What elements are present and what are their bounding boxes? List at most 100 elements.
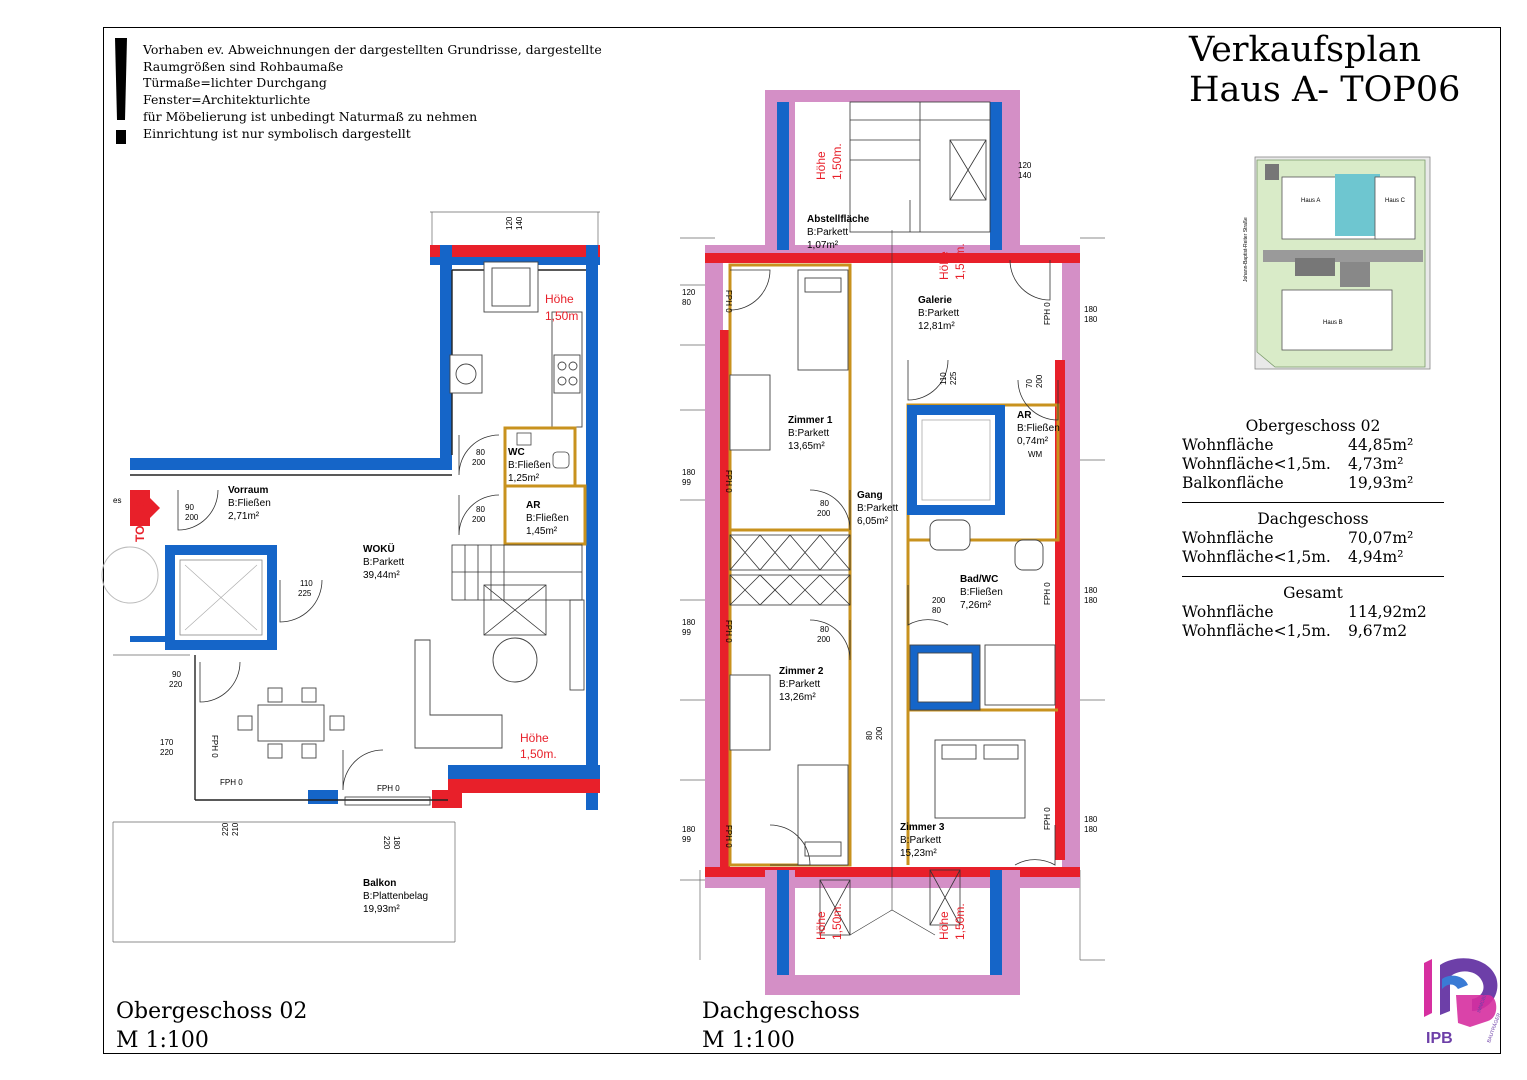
dg-hoehe-l1: Höhe (814, 151, 828, 180)
disclaimer-notes: Vorhaben ev. Abweichnungen der dargestel… (143, 42, 602, 142)
room-vorraum-floor: B:Fließen (228, 498, 271, 509)
divider (1182, 576, 1444, 577)
dim-text: FPH 0 (220, 778, 243, 787)
area-row: Wohnfläche<1,5m.4,94m² (1182, 548, 1404, 566)
warning-exclamation-icon (115, 38, 127, 144)
dim-text: 80 (865, 731, 874, 740)
dim-text: 110 (300, 579, 313, 588)
og-hoehe-bottom-l1: Höhe (520, 731, 549, 745)
dim-text: 200 (875, 726, 884, 740)
room-zimmer2-floor: B:Parkett (779, 679, 820, 690)
total-heading: Gesamt (1283, 584, 1343, 602)
og-heading: Obergeschoss 02 (1245, 417, 1381, 435)
dim-text: 90 (185, 503, 194, 512)
room-ar-name: AR (526, 500, 541, 511)
dim-text: 80 (476, 448, 485, 457)
dg-floor-name: Dachgeschoss (702, 999, 860, 1024)
dim-text: 99 (682, 835, 691, 844)
room-vorraum-area: 2,71m² (228, 511, 260, 522)
drawing-sheet-frame (103, 27, 1501, 1054)
room-woku-name: WOKÜ (363, 542, 395, 555)
top06-tag: TOP 06 (133, 501, 147, 542)
site-street: Johann-Baptist-Reiter Straße (1243, 217, 1249, 282)
room-balkon-name: Balkon (363, 878, 396, 889)
disclaimer-line: für Möbelierung ist unbedingt Naturmaß z… (143, 108, 478, 124)
room-zimmer3-area: 15,23m² (900, 848, 937, 859)
dim-text: 200 (817, 509, 831, 518)
dg-floor-label: Dachgeschoss M 1:100 (702, 997, 860, 1055)
dim-text: 110 (939, 372, 948, 385)
dim-text: 70 (1025, 379, 1034, 388)
dim-text: 200 (472, 458, 486, 467)
dim-text: FPH 0 (1043, 807, 1052, 830)
room-gang-name: Gang (857, 490, 883, 501)
site-plan-thumbnail: Haus A Haus C Haus B Johann-Baptist-Reit… (1243, 156, 1431, 370)
og-hoehe-top-l1: Höhe (545, 292, 574, 306)
divider (1182, 502, 1444, 503)
room-zimmer3-name: Zimmer 3 (900, 822, 945, 833)
disclaimer-line: Einrichtung ist nur symbolisch dargestel… (143, 125, 411, 141)
dim-text: 220 (382, 836, 391, 850)
room-bad-name: Bad/WC (960, 574, 998, 585)
room-abstell-name: Abstellfläche (807, 214, 870, 225)
site-haus-b: Haus B (1323, 320, 1343, 326)
floorplan-dachgeschoss: Abstellfläche B:Parkett 1,07m² Galerie B… (680, 90, 1105, 995)
dim-text: 220 (169, 680, 183, 689)
room-abstell-area: 1,07m² (807, 240, 839, 251)
room-zimmer2-name: Zimmer 2 (779, 666, 824, 677)
site-haus-c: Haus C (1385, 198, 1406, 204)
dim-text: 120 (1018, 161, 1032, 170)
room-balkon-area: 19,93m² (363, 904, 400, 915)
room-galerie-name: Galerie (918, 295, 952, 306)
dim-text: 80 (682, 298, 691, 307)
dim-text: FPH 0 (724, 470, 733, 493)
dg-hoehe-l2: 1,50m. (953, 243, 967, 280)
room-galerie-floor: B:Parkett (918, 308, 959, 319)
dg-hoehe-l2: 1,50m. (830, 143, 844, 180)
room-zimmer1-floor: B:Parkett (788, 428, 829, 439)
room-dg-ar-name: AR (1017, 410, 1032, 421)
dim-text: 80 (820, 499, 829, 508)
room-zimmer2-area: 13,26m² (779, 692, 816, 703)
dim-text: FPH 0 (724, 620, 733, 643)
room-zimmer3-floor: B:Parkett (900, 835, 941, 846)
og-floor-label: Obergeschoss 02 M 1:100 (116, 997, 307, 1055)
dim-text: 120 (505, 216, 514, 230)
dim-text: 140 (1018, 171, 1032, 180)
og-floor-name: Obergeschoss 02 (116, 999, 308, 1024)
dg-hoehe-l1: Höhe (937, 251, 951, 280)
dim-text: FPH 0 (377, 784, 400, 793)
room-wc-floor: B:Fließen (508, 460, 551, 471)
dim-text: 180 (682, 468, 696, 477)
og-hoehe-bottom-l2: 1,50m. (520, 747, 557, 761)
dim-text: 180 (1084, 305, 1098, 314)
room-gang-floor: B:Parkett (857, 503, 898, 514)
room-zimmer1-name: Zimmer 1 (788, 415, 833, 426)
dg-hoehe-l1: Höhe (937, 911, 951, 940)
room-bad-floor: B:Fließen (960, 587, 1003, 598)
dim-text: 90 (172, 670, 181, 679)
room-ar-floor: B:Fließen (526, 513, 569, 524)
floorplan-obergeschoss: TOP 06 es Vorraum B:Fließen 2,71m² WOKÜ … (101, 211, 600, 943)
area-row: Wohnfläche<1,5m.9,67m2 (1182, 622, 1408, 640)
room-zimmer1-area: 13,65m² (788, 441, 825, 452)
dim-text: 225 (949, 371, 958, 385)
disclaimer-line: Raumgrößen sind Rohbaumaße (143, 58, 344, 74)
og-es-text: es (113, 496, 121, 505)
dim-text: 80 (820, 625, 829, 634)
dim-text: FPH 0 (1043, 302, 1052, 325)
dg-hoehe-l2: 1,50m. (830, 903, 844, 940)
dim-text: 220 (221, 822, 230, 836)
plan-title-line1: Verkaufsplan (1189, 30, 1422, 70)
dim-text: 200 (472, 515, 486, 524)
dim-text: 120 (682, 288, 696, 297)
room-dg-ar-floor: B:Fließen (1017, 423, 1060, 434)
og-floor-scale: M 1:100 (116, 1028, 209, 1053)
dg-heading: Dachgeschoss (1257, 510, 1369, 528)
dg-floor-scale: M 1:100 (702, 1028, 795, 1053)
dim-text: 80 (932, 606, 941, 615)
room-balkon-floor: B:Plattenbelag (363, 891, 428, 902)
